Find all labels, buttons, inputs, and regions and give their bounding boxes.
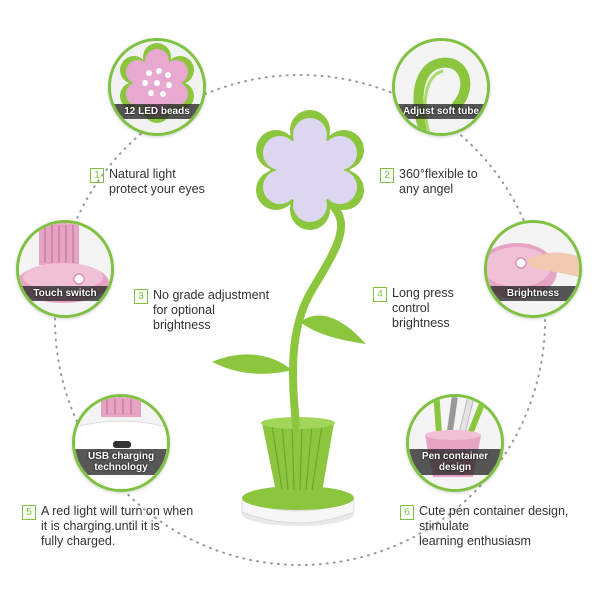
- feature-2: 2 360°flexible to any angel: [380, 167, 478, 197]
- feature-text: Cute pen container design, stimulate lea…: [419, 504, 569, 548]
- callout-usb: USB charging technology: [72, 394, 170, 492]
- soft-tube-image: [395, 41, 487, 133]
- callout-pen-container: Pen container design: [406, 394, 504, 492]
- callout-caption: Adjust soft tube: [395, 104, 487, 119]
- feature-text: A red light will turn on when it is char…: [41, 504, 194, 548]
- feature-text: No grade adjustment for optional brightn…: [153, 288, 270, 332]
- feature-number: 4: [373, 287, 387, 302]
- callout-caption: 12 LED beads: [111, 104, 203, 119]
- callout-led-beads: 12 LED beads: [108, 38, 206, 136]
- feature-number: 2: [380, 168, 394, 183]
- feature-number: 1: [90, 168, 104, 183]
- feature-4: 4 Long press control brightness: [373, 286, 454, 331]
- pen-holder-image: [409, 397, 501, 489]
- usb-port-image: [75, 397, 167, 489]
- callout-caption: Pen container design: [409, 449, 501, 475]
- feature-number: 5: [22, 505, 36, 520]
- feature-number: 6: [400, 505, 414, 520]
- feature-text: 360°flexible to any angel: [399, 167, 478, 196]
- feature-text: Natural light protect your eyes: [109, 167, 205, 196]
- callout-caption: Brightness: [487, 286, 579, 301]
- callout-caption: Touch switch: [19, 286, 111, 301]
- callout-brightness: Brightness: [484, 220, 582, 318]
- callout-touch-switch: Touch switch: [16, 220, 114, 318]
- touch-switch-image: [19, 223, 111, 315]
- feature-text: Long press control brightness: [392, 286, 454, 330]
- callout-caption: USB charging technology: [75, 449, 167, 475]
- feature-3: 3 No grade adjustment for optional brigh…: [134, 288, 269, 333]
- led-beads-image: [111, 41, 203, 133]
- feature-5: 5 A red light will turn on when it is ch…: [22, 504, 193, 549]
- brightness-image: [487, 223, 579, 315]
- callout-soft-tube: Adjust soft tube: [392, 38, 490, 136]
- feature-6: 6 Cute pen container design, stimulate l…: [400, 504, 568, 549]
- feature-number: 3: [134, 289, 148, 304]
- feature-1: 1 Natural light protect your eyes: [90, 167, 205, 197]
